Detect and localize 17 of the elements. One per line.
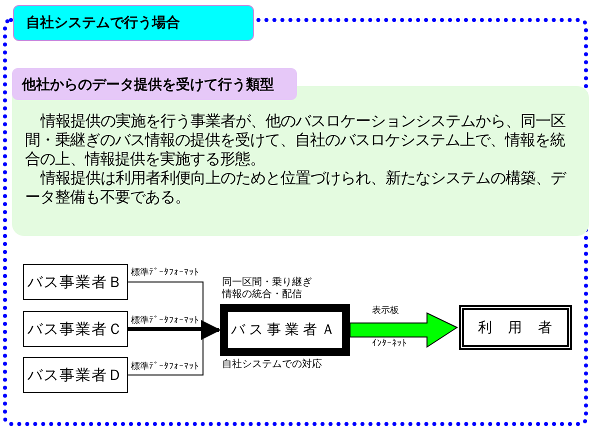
arrow: [128, 320, 221, 340]
node-caption: 自社システムでの対応: [222, 359, 322, 371]
node-caption: 同一区間・乗り継ぎ情報の統合・配信: [222, 277, 312, 301]
description-paragraph: 情報提供の実施を行う事業者が、他のバスロケーションシステムから、同一区間・乗継ぎのバス情報の提供を受けて、自社のバスロケシステム上で、情報を統合の上、情報提供を実施する形態。: [25, 112, 566, 169]
description-paragraph: 情報提供は利用者利便向上のためと位置づけられ、新たなシステムの構築、データ整備も不要である。: [25, 169, 568, 207]
panel-heading: 他社からのデータ提供を受けて行う類型: [12, 68, 297, 100]
edge-label: 標準ﾃﾞｰﾀﾌｫｰﾏｯﾄ: [131, 316, 199, 327]
operator-box: バス事業者Ｄ: [23, 357, 128, 393]
user-box: 利 用 者: [459, 305, 572, 350]
edge-label: 標準ﾃﾞｰﾀﾌｫｰﾏｯﾄ: [131, 268, 199, 279]
edge-label: 標準ﾃﾞｰﾀﾌｫｰﾏｯﾄ: [131, 362, 199, 373]
operator-box: バス事業者Ｃ: [23, 311, 128, 347]
operator-box: バス事業者Ａ: [220, 304, 350, 356]
edge-label: 表示板: [372, 306, 399, 317]
section-title: 自社システムで行う場合: [13, 5, 254, 41]
operator-box: バス事業者Ｂ: [23, 264, 128, 300]
block-arrow: [350, 312, 458, 348]
